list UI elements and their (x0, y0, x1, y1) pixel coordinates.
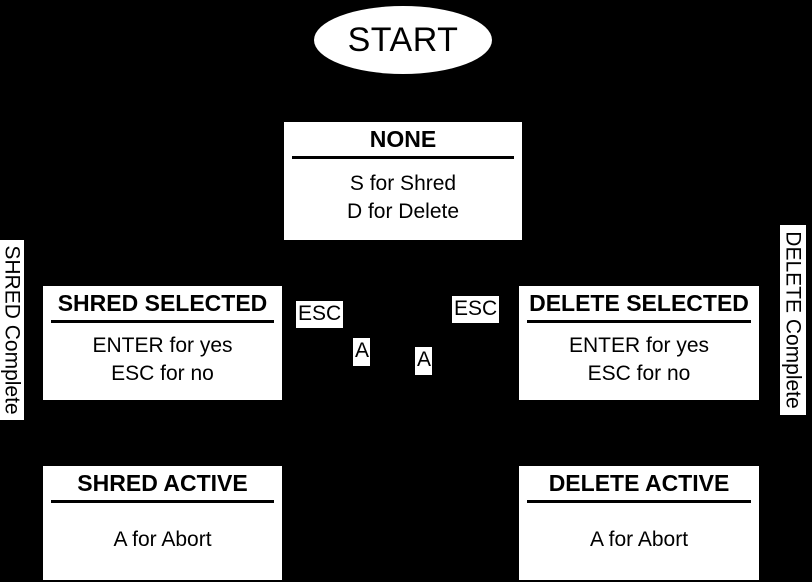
state-body: A for Abort (43, 503, 282, 580)
state-node-delete-active[interactable]: DELETE ACTIVE A for Abort (519, 466, 759, 580)
start-node[interactable]: START (314, 6, 492, 74)
terminal-shred-complete-label: SHRED Complete (0, 245, 24, 415)
state-divider (527, 500, 751, 504)
state-title: DELETE ACTIVE (548, 470, 730, 496)
state-body: ENTER for yes ESC for no (43, 323, 282, 400)
state-node-none[interactable]: NONE S for Shred D for Delete (284, 122, 522, 240)
edge-label-esc-left: ESC (296, 301, 343, 328)
state-body-line: ENTER for yes (568, 333, 710, 357)
state-divider (527, 320, 751, 324)
state-body: S for Shred D for Delete (284, 159, 522, 240)
state-body-line: A for Abort (589, 527, 689, 551)
terminal-shred-complete[interactable]: SHRED Complete (0, 240, 24, 420)
terminal-delete-complete[interactable]: DELETE Complete (780, 225, 806, 415)
state-divider (292, 156, 514, 160)
state-title: SHRED ACTIVE (77, 470, 248, 496)
state-body-line: ENTER for yes (92, 333, 233, 357)
state-body: ENTER for yes ESC for no (519, 323, 759, 400)
edge-label-abort-right: A (415, 347, 432, 375)
state-node-delete-selected[interactable]: DELETE SELECTED ENTER for yes ESC for no (519, 286, 759, 400)
state-title: SHRED SELECTED (57, 290, 268, 316)
state-title-area: SHRED ACTIVE (43, 466, 282, 500)
state-body-line: ESC for no (587, 361, 691, 385)
state-title-area: DELETE SELECTED (519, 286, 759, 320)
state-title: DELETE SELECTED (529, 290, 749, 316)
state-title-area: NONE (284, 122, 522, 156)
state-title: NONE (369, 126, 437, 152)
state-body: A for Abort (519, 503, 759, 580)
state-divider (51, 500, 274, 504)
start-node-label: START (347, 21, 459, 59)
state-divider (51, 320, 274, 324)
edge-label-abort-left: A (353, 338, 370, 366)
state-body-line: A for Abort (113, 527, 212, 551)
state-body-line: S for Shred (349, 171, 457, 195)
state-node-shred-active[interactable]: SHRED ACTIVE A for Abort (43, 466, 282, 580)
state-body-line: ESC for no (111, 361, 214, 385)
state-body-line: D for Delete (346, 199, 460, 223)
edge-label-esc-right: ESC (452, 296, 499, 323)
state-title-area: DELETE ACTIVE (519, 466, 759, 500)
state-title-area: SHRED SELECTED (43, 286, 282, 320)
state-node-shred-selected[interactable]: SHRED SELECTED ENTER for yes ESC for no (43, 286, 282, 400)
terminal-delete-complete-label: DELETE Complete (781, 231, 805, 409)
